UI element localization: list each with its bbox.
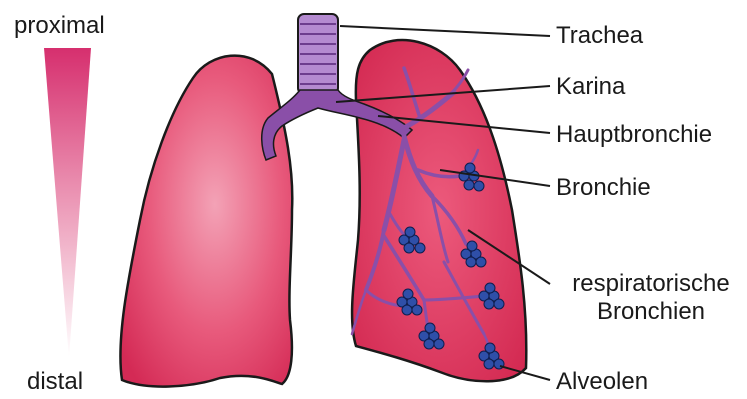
respiratorische-label-line1: respiratorische — [556, 270, 746, 298]
right-lung — [352, 40, 526, 381]
respiratorische-bronchien-label: respiratorische Bronchien — [556, 270, 746, 326]
trachea-label: Trachea — [556, 22, 643, 50]
trachea — [298, 14, 338, 94]
distal-label: distal — [27, 368, 83, 396]
respiratorische-label-line2: Bronchien — [556, 298, 746, 326]
bronchie-label: Bronchie — [556, 174, 651, 202]
alveolen-label: Alveolen — [556, 368, 648, 396]
karina-label: Karina — [556, 73, 625, 101]
proximal-label: proximal — [14, 12, 105, 40]
hauptbronchie-label: Hauptbronchie — [556, 121, 712, 149]
left-lung — [120, 56, 292, 387]
leader-line-trachea — [340, 26, 550, 36]
proximal-distal-gradient — [44, 48, 91, 358]
